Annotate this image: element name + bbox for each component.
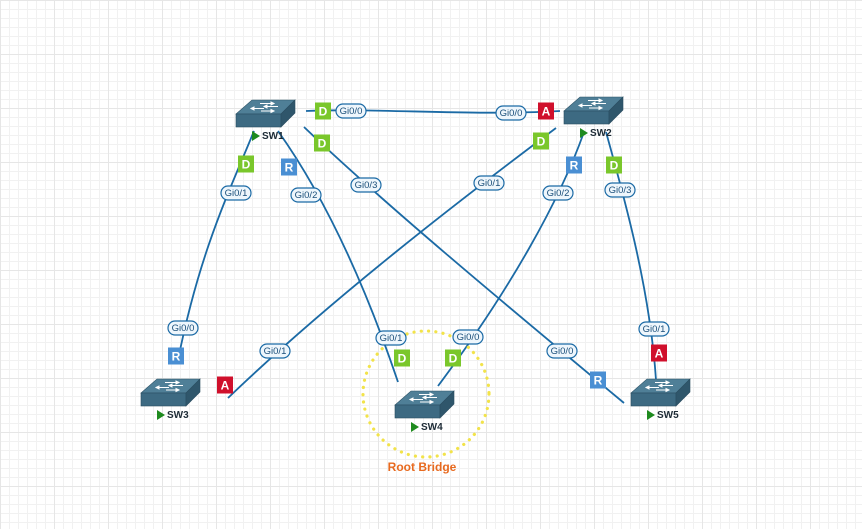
switch-sw2[interactable] — [563, 96, 624, 125]
port-name: Gi0/1 — [478, 178, 501, 189]
port-role-badge-r: R — [590, 371, 606, 389]
port-label: Gi0/2 — [542, 185, 574, 201]
port-role-badge-d: D — [238, 155, 254, 173]
switch-arrows-icon — [644, 380, 673, 393]
switch-front-face — [563, 110, 610, 125]
port-name: Gi0/0 — [172, 323, 195, 334]
port-label: Gi0/0 — [452, 329, 484, 345]
port-name: Gi0/1 — [264, 346, 287, 357]
port-name: Gi0/2 — [547, 188, 570, 199]
port-role-badge-d: D — [315, 102, 331, 120]
port-role: R — [594, 374, 603, 388]
switch-front-face — [235, 113, 282, 128]
play-icon[interactable] — [157, 410, 165, 420]
port-role-badge-r: R — [566, 156, 582, 174]
play-icon[interactable] — [580, 128, 588, 138]
port-name: Gi0/2 — [295, 190, 318, 201]
port-role-badge-d: D — [394, 349, 410, 367]
port-role: D — [242, 158, 251, 172]
port-role: D — [449, 352, 458, 366]
port-name: Gi0/0 — [500, 108, 523, 119]
port-label: Gi0/1 — [375, 330, 407, 346]
port-role: R — [570, 159, 579, 173]
port-role-badge-r: R — [281, 158, 297, 176]
switch-name: SW3 — [167, 410, 189, 421]
play-icon[interactable] — [411, 422, 419, 432]
switch-name: SW1 — [262, 131, 284, 142]
port-role: A — [221, 379, 230, 393]
switch-front-face — [394, 404, 441, 419]
switch-arrows-icon — [154, 380, 183, 393]
switch-sw1[interactable] — [235, 99, 296, 128]
switch-arrows-icon — [577, 98, 606, 111]
port-label: Gi0/2 — [290, 187, 322, 203]
switch-sw3[interactable] — [140, 378, 201, 407]
port-name: Gi0/0 — [551, 346, 574, 357]
port-name: Gi0/0 — [340, 106, 363, 117]
switch-label-sw2: SW2 — [580, 128, 612, 139]
port-label: Gi0/1 — [220, 185, 252, 201]
port-name: Gi0/3 — [609, 185, 632, 196]
port-role: A — [655, 347, 664, 361]
switch-side-face — [185, 378, 201, 407]
play-icon[interactable] — [647, 410, 655, 420]
switch-arrows-icon — [249, 101, 278, 114]
port-label: Gi0/3 — [350, 177, 382, 193]
switch-front-face — [140, 392, 187, 407]
port-name: Gi0/0 — [457, 332, 480, 343]
port-role: D — [318, 137, 327, 151]
port-name: Gi0/1 — [225, 188, 248, 199]
port-role-badge-a: A — [651, 344, 667, 362]
port-role: D — [610, 159, 619, 173]
switch-arrows-icon — [408, 392, 437, 405]
switch-side-face — [675, 378, 691, 407]
port-role-badge-a: A — [538, 102, 554, 120]
switch-sw5[interactable] — [630, 378, 691, 407]
port-name: Gi0/1 — [380, 333, 403, 344]
port-role-badge-r: R — [168, 347, 184, 365]
root-bridge-label: Root Bridge — [388, 460, 457, 474]
port-role: D — [398, 352, 407, 366]
switch-sw4[interactable] — [394, 390, 455, 419]
port-label: Gi0/0 — [335, 103, 367, 119]
port-label: Gi0/1 — [638, 321, 670, 337]
port-label: Gi0/0 — [546, 343, 578, 359]
port-name: Gi0/1 — [643, 324, 666, 335]
port-role: D — [537, 135, 546, 149]
port-role: D — [319, 105, 328, 119]
port-name: Gi0/3 — [355, 180, 378, 191]
switch-name: SW2 — [590, 128, 612, 139]
port-role-badge-a: A — [217, 376, 233, 394]
switch-side-face — [608, 96, 624, 125]
root-bridge-ring — [361, 329, 491, 459]
port-label: Gi0/0 — [495, 105, 527, 121]
switch-side-face — [280, 99, 296, 128]
switch-label-sw1: SW1 — [252, 131, 284, 142]
port-role: R — [285, 161, 294, 175]
switches-layer — [140, 96, 691, 419]
port-role: R — [172, 350, 181, 364]
switch-side-face — [439, 390, 455, 419]
port-label: Gi0/3 — [604, 182, 636, 198]
port-label: Gi0/1 — [259, 343, 291, 359]
root-bridge-highlight: Root Bridge — [361, 329, 491, 474]
switch-front-face — [630, 392, 677, 407]
port-role-badge-d: D — [445, 349, 461, 367]
switch-name: SW5 — [657, 410, 679, 421]
port-role-badge-d: D — [314, 134, 330, 152]
play-icon[interactable] — [252, 131, 260, 141]
port-role: A — [542, 105, 551, 119]
port-label: Gi0/0 — [167, 320, 199, 336]
link-sw1-sw5[interactable] — [303, 126, 625, 404]
switch-label-sw4: SW4 — [411, 422, 443, 433]
switch-label-sw5: SW5 — [647, 410, 679, 421]
port-role-badge-d: D — [533, 132, 549, 150]
port-label: Gi0/1 — [473, 175, 505, 191]
port-role-badge-d: D — [606, 156, 622, 174]
switch-name: SW4 — [421, 422, 443, 433]
links-layer — [177, 109, 657, 404]
switch-label-sw3: SW3 — [157, 410, 189, 421]
